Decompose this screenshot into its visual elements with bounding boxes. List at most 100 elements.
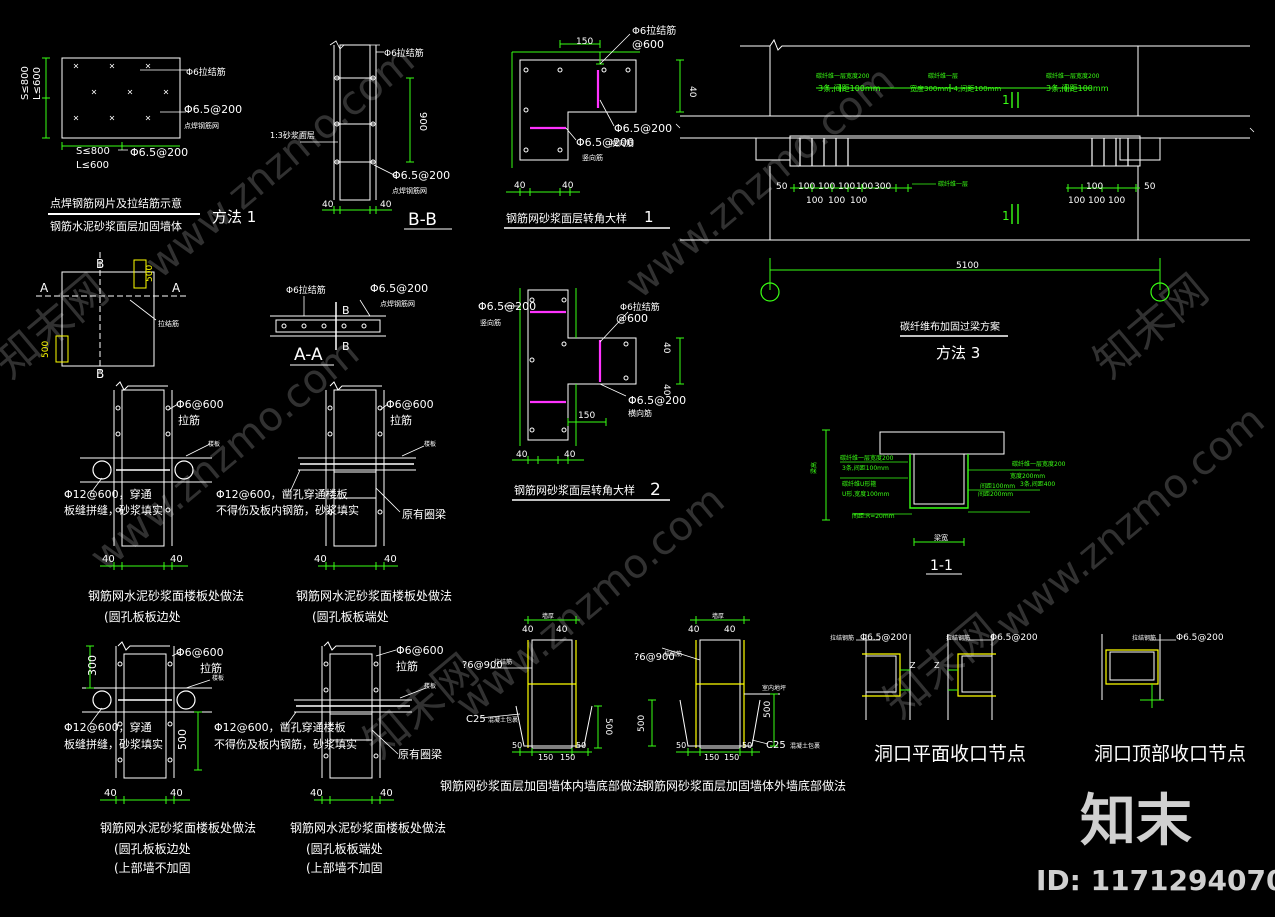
corner2-d40a: 40 [661,342,671,354]
bb-dim: 900 [417,112,428,131]
m3-dim-r: 50 [1144,182,1156,192]
watermark-brand: 知末网 [1084,265,1218,389]
bo-d1: 40 [688,625,700,635]
slab-detail-3: 300 500 Φ6@600 拉筋 楼板 Φ12@600，穿通 板缝拼缝，砂浆填… [64,641,256,875]
method3-caption: 碳纤维布加固过梁方案 [900,320,1000,333]
aa-plan-A-left: A [40,281,49,295]
slab2-note-r: 楼板 [424,440,436,448]
aa-plan-A-right: A [172,281,181,295]
corner2-d40b: 40 [661,384,671,396]
m3-span: 5100 [956,261,979,271]
label-l600: L≤600 [32,67,43,100]
corner1-at600: @600 [632,38,664,51]
corner2-num: 2 [650,480,661,500]
m3-dim-r: 100 [1086,182,1103,192]
opening-plan-caption: 洞口平面收口节点 [874,743,1026,765]
slab4-bar: Φ6@600 [396,644,444,657]
slab1-phi12: Φ12@600，穿通 [64,487,152,501]
m3-dim: 100 [828,196,845,206]
label-weld: 点焊钢筋网 [184,121,219,130]
slab3-phi12: Φ12@600，穿通 [64,720,152,734]
slab4-d2: 40 [380,788,393,799]
m3-dim: 100 [856,182,873,192]
base-exterior: 墙厚 40 40 ?6@900 拉结筋 室内地坪 500 500 C25 混凝土… [634,612,820,762]
aa-cut-top: B [342,304,350,317]
slab4-d1: 40 [310,788,323,799]
aa-tie: Φ6拉结筋 [286,284,326,296]
slab2-beam: 原有圈梁 [402,507,446,521]
ot-n: 拉结钢筋 [1132,634,1156,642]
bi-d150b: 150 [560,753,575,762]
s11-nr: 间距100mm [980,482,1015,490]
m3-dim-r: 100 [1108,196,1125,206]
corner2-d150: 150 [578,411,595,421]
corner2-bar2: Φ6.5@200 [628,394,686,407]
slab2-caption: 钢筋网水泥砂浆面楼板处做法 [296,588,452,603]
m3-dim: 100 [798,182,815,192]
slab3-bar: Φ6@600 [176,646,224,659]
m3-axis-top: 1 [1002,93,1010,107]
label-tie: Φ6拉结筋 [186,66,226,78]
slab3-sub1: (圆孔板板边处 [114,842,191,856]
brand-logo: 知末 [1080,789,1192,854]
m3-dim: 100 [806,196,823,206]
bo-d500b: 500 [763,701,773,718]
bi-d1: 40 [522,625,534,635]
s11-height: 梁高 [810,462,818,474]
slab-detail-4: Φ6@600 拉筋 楼板 Φ12@600，凿孔穿通楼板 不得伤及板内钢筋，砂浆填… [214,641,446,875]
corner1-bar1: Φ6.5@200 [614,122,672,135]
m3-mid-note: 碳纤维一层 [938,180,968,188]
slab3-note-r: 楼板 [212,674,224,682]
section-1-1: 梁高 碳纤维一层宽度200 3条,间距100mm 碳纤维U形箍 U形,宽度100… [810,429,1066,575]
bo-bar: ?6@900 [634,652,675,663]
corner2-at600: @600 [616,312,648,325]
s11-nr: 3条,间距400 [1020,480,1055,488]
slab4-fill: 不得伤及板内钢筋，砂浆填实 [214,737,357,751]
slab-detail-1: Φ6@600 拉筋 楼板 Φ12@600，穿通 板缝拼缝，砂浆填实 40 40 … [64,381,244,624]
bi-d500: 500 [603,718,613,735]
slab1-note-r: 楼板 [208,440,220,448]
bi-d50b: 50 [576,741,586,750]
corner1-num: 1 [644,208,654,226]
aa-plan-B-bottom: B [96,367,104,381]
brand-logo-text: 知末 [1080,789,1192,854]
m3-note-2b: 宽度300mm-4,间距100mm [910,84,1001,93]
slab2-d2: 40 [384,554,397,565]
corner2-db1: 40 [516,450,528,460]
bi-d50: 50 [512,741,522,750]
method1-subcaption: 钢筋水泥砂浆面层加固墙体 [50,219,182,233]
slab3-d300: 300 [86,655,99,676]
image-id: ID: 1171294070 [1036,864,1275,897]
corner1-dim: 40 [687,86,697,98]
s11-width: 梁宽 [934,533,948,542]
s11-nl: 碳纤维U形箍 [842,480,876,488]
corner1-caption: 钢筋网砂浆面层转角大样 [506,211,627,225]
m3-note-3b: 3条,间距100mm [1046,83,1109,93]
corner1-tie: Φ6拉结筋 [632,24,676,37]
slab3-tie: 拉筋 [200,661,222,675]
m3-dim: 100 [818,182,835,192]
opening-plan-node: Z Z 拉结钢筋 Φ6.5@200 拉结钢筋 Φ6.5@200 洞口平面收口节点 [830,633,1038,765]
s11-nr: 宽度200mm [1010,472,1045,480]
slab1-tie: 拉筋 [178,413,200,427]
bi-bar2: 拉结筋 [494,658,512,666]
m3-note-3a: 碳纤维一层宽度200 [1046,72,1100,80]
slab-detail-2: Φ6@600 拉筋 楼板 Φ12@600，凿孔穿通楼板 不得伤及板内钢筋，砂浆填… [216,381,452,624]
slab3-fill: 板缝拼缝，砂浆填实 [64,737,163,751]
s11-nl: 3条,间距100mm [842,464,889,472]
bb-section: 900 Φ6拉结筋 1:3砂浆面层 Φ6.5@200 点焊钢筋网 40 40 B… [270,40,452,230]
bi-c25n: 混凝土包裹 [488,716,518,724]
bo-d50: 50 [676,741,686,750]
bo-bar2: 拉结筋 [664,650,682,658]
bi-d2: 40 [556,625,568,635]
op-n2: 拉结钢筋 [946,634,970,642]
watermark-text: www.znzmo.com [447,477,734,728]
bb-mesh: 点焊钢筋网 [392,186,427,195]
method3-label: 方法 3 [936,344,980,362]
slab1-d2: 40 [170,554,183,565]
corner2-bar-top: Φ6.5@200 [478,300,536,313]
s11-title: 1-1 [930,558,953,574]
label-phi65-b: Φ6.5@200 [130,146,188,159]
aa-cut-bottom: B [342,340,350,353]
bi-bar: ?6@900 [462,660,503,671]
